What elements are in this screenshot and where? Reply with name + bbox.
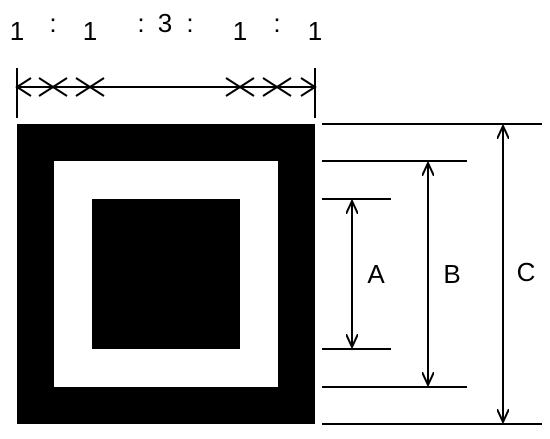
dimension-label-a: A [367, 259, 385, 289]
ratio-dimension-line [15, 68, 317, 118]
ratio-label-5: 1 [308, 16, 322, 46]
dimension-arrows [352, 126, 503, 422]
inner-black-square [92, 199, 240, 349]
ratio-separator-1: : [49, 8, 56, 38]
ratio-label-4: 1 [233, 16, 247, 46]
ratio-arrowheads [15, 77, 317, 97]
extension-lines [322, 123, 542, 425]
dimension-labels: A B C [367, 257, 535, 289]
dimension-label-c: C [517, 257, 536, 287]
dimension-label-b: B [443, 259, 460, 289]
ratio-separator-2: : [137, 8, 144, 38]
ratio-separator-3: : [186, 8, 193, 38]
finder-pattern [17, 124, 315, 424]
ratio-label-3: 3 [158, 8, 172, 38]
ratio-labels: 1 : 1 : 3 : 1 : 1 [10, 8, 322, 46]
ratio-label-1: 1 [10, 16, 24, 46]
ratio-label-2: 1 [83, 16, 97, 46]
ratio-separator-4: : [273, 8, 280, 38]
